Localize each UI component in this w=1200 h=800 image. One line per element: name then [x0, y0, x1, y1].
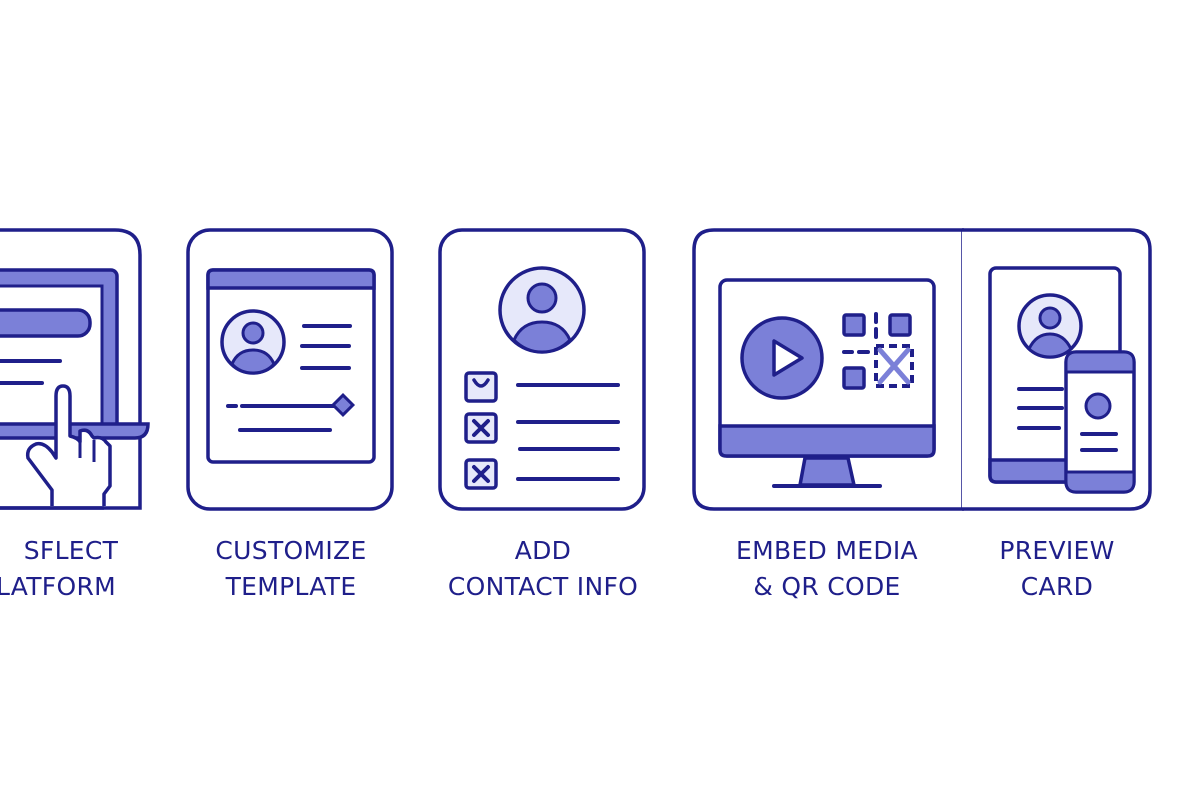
label-line-2: LATFORM	[0, 572, 117, 601]
label-line-2: & QR CODE	[753, 572, 901, 601]
step-select-platform-label: SFLECT LATFORM	[0, 533, 140, 605]
label-line-1: EMBED MEDIA	[736, 536, 918, 565]
laptop-hand-icon	[0, 228, 150, 510]
tablet-phone-preview-icon	[962, 228, 1152, 511]
step-add-contact-info-panel	[438, 228, 648, 513]
step-customize-template-label: CUSTOMIZE TEMPLATE	[186, 533, 396, 605]
step-embed-media-qr-label: EMBED MEDIA & QR CODE	[692, 533, 962, 605]
label-line-2: TEMPLATE	[225, 572, 357, 601]
monitor-play-qr-icon	[692, 228, 965, 511]
step-add-contact-info-label: ADD CONTACT INFO	[438, 533, 648, 605]
label-line-1: PREVIEW	[999, 536, 1115, 565]
template-profile-icon	[186, 228, 394, 511]
label-line-1: ADD	[514, 536, 572, 565]
label-line-1: SFLECT	[23, 536, 119, 565]
contact-card-icon	[438, 228, 646, 511]
label-line-2: CARD	[1020, 572, 1094, 601]
step-select-platform-panel	[0, 228, 160, 513]
step-preview-card-panel	[962, 228, 1152, 513]
step-customize-template-panel	[186, 228, 396, 513]
step-preview-card-label: PREVIEW CARD	[962, 533, 1152, 605]
step-embed-media-qr-panel	[692, 228, 1152, 513]
label-line-2: CONTACT INFO	[447, 572, 639, 601]
label-line-1: CUSTOMIZE	[215, 536, 367, 565]
